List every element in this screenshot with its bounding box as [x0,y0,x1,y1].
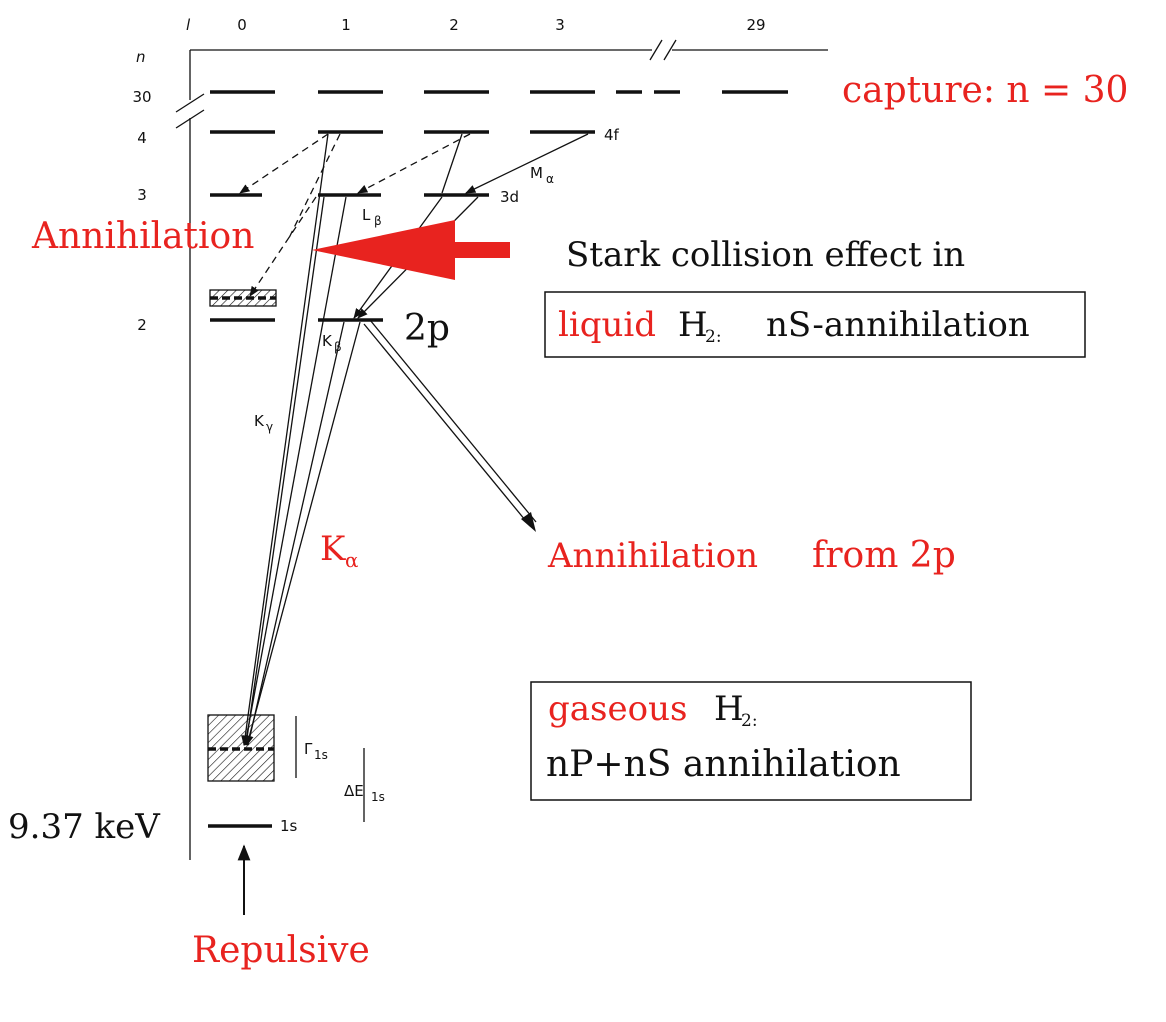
liquid-h2-symbol: H [678,305,708,345]
transition-4p-dashed [287,133,341,241]
state-label-2p: 2p [404,308,450,349]
m-alpha-subscript: α [546,172,554,186]
n-value-label: 30 [132,88,151,106]
diagram-axes [175,39,828,860]
liquid-h2-box [544,291,1086,358]
axis-break-mark [175,93,205,113]
n-axis-symbol: n [136,48,146,66]
transition-4d-descend [441,133,463,194]
delta-e-1s-label: ΔE [344,782,364,800]
width-indicators [295,716,365,822]
annihilation-2p-arrow-b [369,319,537,523]
m-alpha-label: M [530,164,543,182]
gaseous-h2-symbol: H [714,689,744,729]
transition-3p-2s [249,196,317,297]
n-value-label: 2 [137,316,147,334]
stark-red-arrow [312,220,510,280]
gaseous-annihilation-text: nP+nS annihilation [546,744,901,785]
l-beta-label: L [362,206,371,224]
annihilation-from-2p-word: Annihilation [547,536,758,576]
annihilation-2p-arrow-a [363,323,531,527]
gamma-1s-subscript: 1s [314,748,328,762]
level-n2s-width-box [209,289,277,307]
stark-effect-annotation: Stark collision effect in [566,235,965,275]
k-beta-subscript: β [334,340,342,354]
annihilation-annotation: Annihilation [31,216,254,257]
k-gamma-subscript: γ [266,420,273,434]
transition-k-delta [241,133,329,747]
state-label-1s: 1s [280,817,298,835]
axis-break-mark [649,39,663,61]
repulsive-label: Repulsive [192,930,370,971]
transition-labels: 4f 3d 1s M α L β K β K γ Γ 1s ΔE 1s [254,126,620,835]
level-1s-width-box [207,714,275,782]
axis-break-mark [175,109,205,129]
axis-break-mark [663,39,677,61]
liquid-h2-subscript: 2: [705,327,722,347]
transition-k-gamma-b [245,196,325,746]
state-label-3d: 3d [500,188,519,206]
energy-label: 9.37 keV [8,807,161,847]
axis-labels: l 0 1 2 3 29 n 30 4 3 2 [132,16,765,334]
transition-k-gamma [242,196,347,747]
l-beta-subscript: β [374,214,382,228]
annihilation-from-2p-text: from 2p [812,535,956,576]
l-value-label: 29 [746,16,765,34]
l-value-label: 2 [449,16,459,34]
n-value-label: 4 [137,129,147,147]
transition-4f-3d [465,133,589,194]
transition-k-beta-side [247,321,345,746]
transition-4d-3p [357,133,471,194]
l-value-label: 1 [341,16,351,34]
gaseous-h2-box [530,681,972,801]
delta-e-1s-subscript: 1s [371,790,385,804]
l-axis-symbol: l [186,16,191,34]
gamma-1s-label: Γ [304,740,313,758]
energy-levels [207,90,788,828]
gaseous-h2-subscript: 2: [741,711,758,731]
gaseous-word: gaseous [548,689,687,729]
l-value-label: 0 [237,16,247,34]
k-alpha-subscript: α [345,548,359,572]
transition-4p-3s [239,133,329,194]
liquid-annihilation-text: nS-annihilation [766,305,1030,345]
n-value-label: 3 [137,186,147,204]
annihilation-2p-arrowhead [521,512,536,532]
k-gamma-label: K [254,412,265,430]
transition-k-alpha [245,321,361,747]
state-label-4f: 4f [604,126,620,144]
k-beta-label: K [322,332,333,350]
k-alpha-label: K [320,529,346,569]
liquid-word: liquid [558,305,656,345]
l-value-label: 3 [555,16,565,34]
capture-annotation: capture: n = 30 [842,70,1128,111]
